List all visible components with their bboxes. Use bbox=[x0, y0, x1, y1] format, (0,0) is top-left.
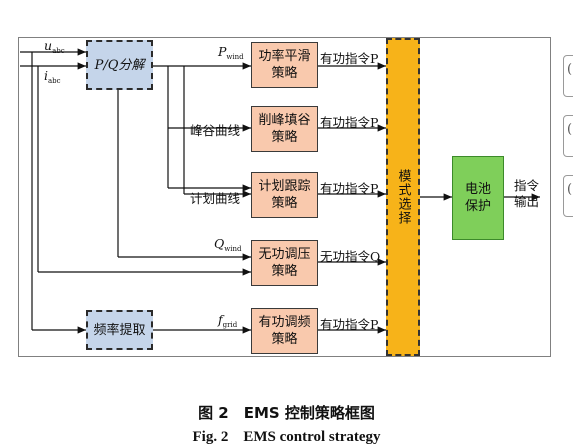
pq-decompose-label: P/Q分解 bbox=[94, 57, 145, 73]
plan-curve-label: 计划曲线 bbox=[190, 191, 241, 206]
peak-valley-strategy: 削峰填谷 策略 bbox=[251, 106, 318, 152]
reactive-voltage-strategy: 无功调压 策略 bbox=[251, 240, 318, 286]
pq-decompose-block: P/Q分解 bbox=[86, 40, 153, 90]
command-output-label: 指令 输出 bbox=[514, 178, 540, 209]
f-grid-label: fgrid bbox=[218, 312, 238, 329]
i-abc-label: iabc bbox=[44, 68, 61, 85]
freq-extract-label: 频率提取 bbox=[93, 322, 146, 338]
plan-tracking-strategy: 计划跟踪 策略 bbox=[251, 172, 318, 218]
u-abc-label: uabc bbox=[44, 38, 65, 55]
q-wind-label: Qwind bbox=[214, 236, 242, 253]
active-cmd-4: 有功指令P bbox=[320, 317, 379, 332]
active-cmd-2: 有功指令P bbox=[320, 115, 379, 130]
mode-select-block: 模式选择 bbox=[386, 38, 420, 356]
p-wind-label: Pwind bbox=[218, 44, 244, 61]
active-cmd-1: 有功指令P bbox=[320, 51, 379, 66]
caption-en: Fig. 2 EMS control strategy bbox=[192, 429, 381, 445]
active-freq-strategy: 有功调频 策略 bbox=[251, 308, 318, 354]
battery-protect-block: 电池 保护 bbox=[452, 156, 504, 240]
page-edge-strip: ( ( ( bbox=[555, 37, 573, 357]
mode-select-label: 模式选择 bbox=[395, 169, 411, 225]
caption-cn: 图 2 EMS 控制策略框图 bbox=[198, 404, 375, 422]
power-smooth-strategy: 功率平滑 策略 bbox=[251, 42, 318, 88]
active-cmd-3: 有功指令P bbox=[320, 181, 379, 196]
freq-extract-block: 频率提取 bbox=[86, 310, 153, 350]
peak-valley-curve-label: 峰谷曲线 bbox=[190, 123, 241, 138]
reactive-cmd: 无功指令Q bbox=[320, 249, 381, 264]
